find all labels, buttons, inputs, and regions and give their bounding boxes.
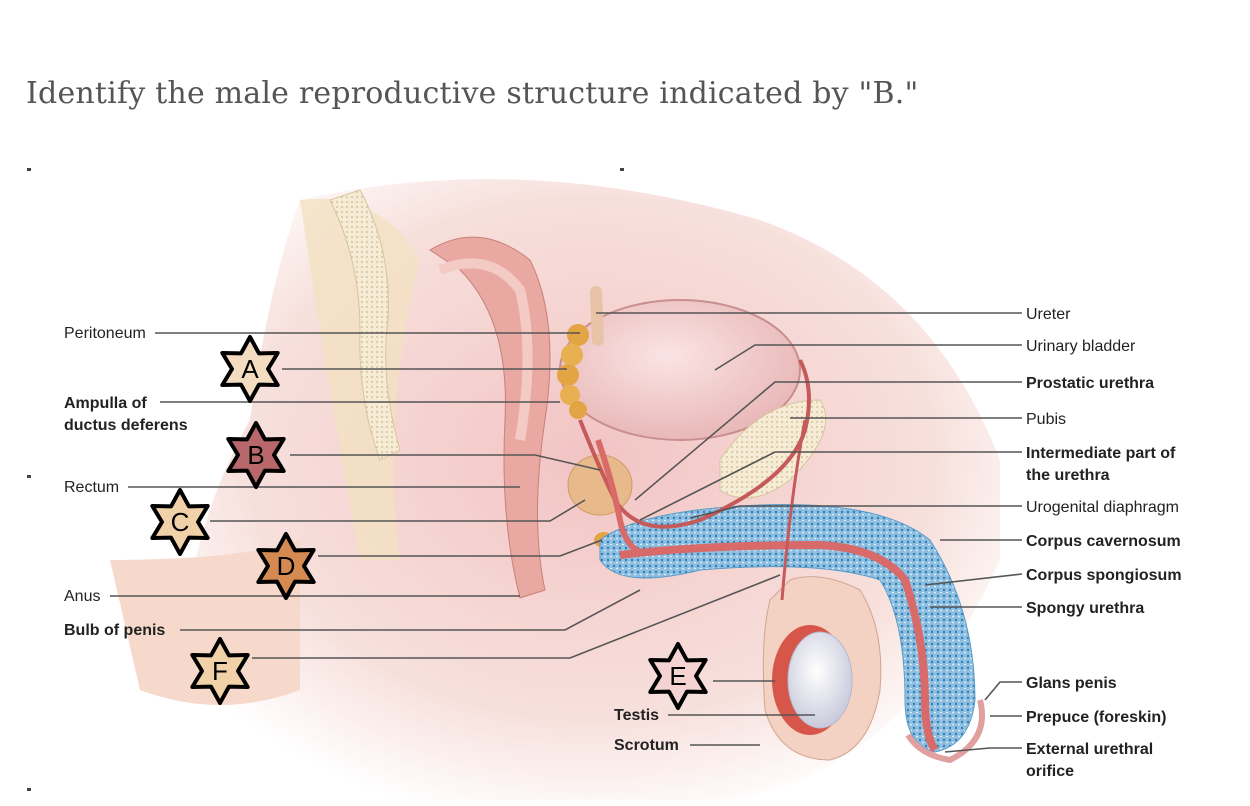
label-rectum: Rectum (64, 479, 119, 496)
marker-d-letter: D (277, 551, 296, 581)
marker-b-star: B (226, 421, 286, 489)
label-ureter: Ureter (1026, 306, 1071, 323)
label-prostatic-urethra: Prostatic urethra (1026, 375, 1154, 392)
sacrum (329, 189, 401, 461)
marker-e-star: E (648, 642, 708, 710)
marker-f-letter: F (212, 656, 228, 686)
star-shape (226, 421, 286, 489)
star-shape (220, 335, 280, 403)
ureter-organ (590, 286, 604, 346)
leader-lines (110, 312, 1023, 753)
label-intermediate-line2: the urethra (1026, 467, 1110, 484)
corner-tick (620, 168, 624, 171)
rectum-organ (429, 236, 551, 599)
star-shape (648, 642, 708, 710)
label-external-orifice-line1: External urethral (1026, 741, 1153, 758)
label-anus: Anus (64, 588, 100, 605)
seminal-vesicle (557, 324, 589, 419)
corner-tick (27, 788, 31, 791)
corner-tick (27, 475, 31, 478)
marker-a-letter: A (241, 354, 259, 384)
label-prepuce: Prepuce (foreskin) (1026, 709, 1166, 726)
label-pubis: Pubis (1026, 411, 1066, 428)
label-intermediate-line1: Intermediate part of (1026, 445, 1176, 462)
label-testis: Testis (614, 707, 659, 724)
label-urogenital-diaphragm: Urogenital diaphragm (1026, 499, 1179, 516)
anatomy-diagram: Peritoneum Ampulla of ductus deferens Re… (64, 179, 1182, 800)
scrotum-organ (762, 576, 882, 761)
label-ampulla-line1: Ampulla of (64, 395, 147, 412)
spermatic-cord (780, 419, 807, 601)
ductus-deferens (578, 359, 811, 529)
label-bulb-of-penis: Bulb of penis (64, 622, 165, 639)
label-glans-penis: Glans penis (1026, 675, 1117, 692)
label-external-orifice-line2: orifice (1026, 763, 1074, 780)
label-corpus-cavernosum: Corpus cavernosum (1026, 533, 1181, 550)
marker-e-letter: E (669, 661, 686, 691)
marker-f-star: F (190, 637, 250, 705)
penis (599, 503, 985, 764)
label-urinary-bladder: Urinary bladder (1026, 338, 1136, 355)
marker-c-letter: C (171, 507, 190, 537)
label-ampulla-line2: ductus deferens (64, 417, 188, 434)
marker-b-letter: B (247, 440, 264, 470)
marker-a-star: A (220, 335, 280, 403)
question-text: Identify the male reproductive structure… (26, 76, 919, 111)
marker-c-star: C (150, 488, 210, 556)
label-spongy-urethra: Spongy urethra (1026, 600, 1144, 617)
star-shape (190, 637, 250, 705)
marker-d-star: D (256, 532, 316, 600)
star-shape (256, 532, 316, 600)
pubis-bone (719, 399, 827, 499)
label-scrotum: Scrotum (614, 737, 679, 754)
urethra (595, 439, 642, 555)
label-corpus-spongiosum: Corpus spongiosum (1026, 567, 1182, 584)
label-peritoneum: Peritoneum (64, 325, 146, 342)
corner-tick (27, 168, 31, 171)
star-shape (150, 488, 210, 556)
